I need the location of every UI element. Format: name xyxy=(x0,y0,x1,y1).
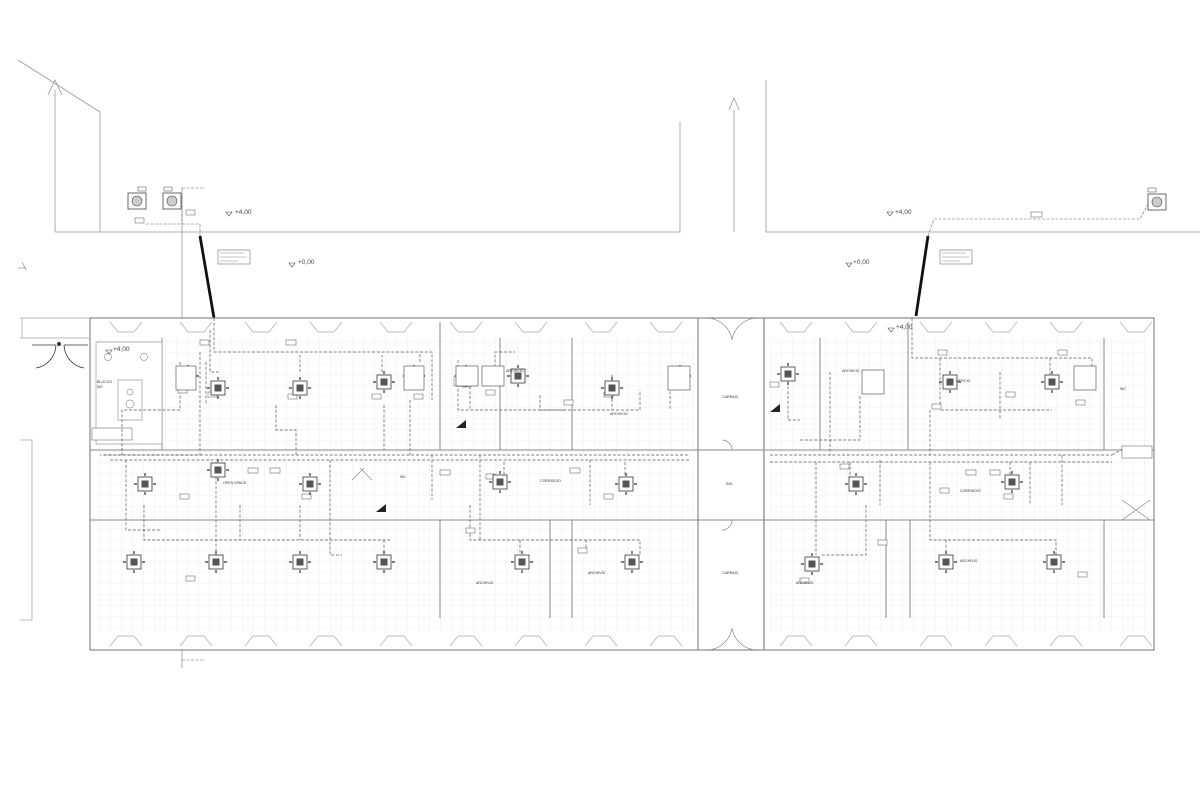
ceiling-cassette-icon xyxy=(1041,371,1063,393)
ceiling-cassette-icon xyxy=(621,551,643,573)
room-label-ingresso: ING. xyxy=(726,482,733,486)
level-marker-interior-right: +4,00 xyxy=(887,324,913,333)
level-marker-outdoor-right: +4,00 xyxy=(886,209,912,217)
level-label: +0,00 xyxy=(298,259,315,266)
ceiling-cassette-icon xyxy=(123,551,145,573)
level-marker-outdoor-left: +4,00 xyxy=(225,209,252,217)
ceiling-cassette-icon xyxy=(1001,471,1023,493)
room-label-ufficio: UFFICIO xyxy=(956,379,971,383)
ceiling-cassette-icon xyxy=(373,371,395,393)
refrigerant-riser-right xyxy=(914,235,930,317)
ceiling-cassette-icon xyxy=(939,371,961,393)
room-label-wc-right: WC xyxy=(1120,387,1126,391)
ceiling-cassette-icon xyxy=(507,365,529,387)
ceiling-cassette-icon xyxy=(845,473,867,495)
ceiling-cassette-icon xyxy=(511,551,533,573)
passage-doors xyxy=(351,317,1151,651)
bathroom-block xyxy=(91,341,163,445)
outdoor-condenser-icon xyxy=(127,186,147,210)
ceiling-cassette-icon xyxy=(289,377,311,399)
ceiling-cassette-icon xyxy=(207,377,229,399)
building-central-passage xyxy=(697,317,765,651)
room-label-blocco: BLOCCO xyxy=(97,380,112,384)
room-label-open-space: OPEN SPACE xyxy=(223,481,247,485)
outdoor-condenser-icon xyxy=(1147,187,1167,211)
room-label-wc-left: WC xyxy=(400,475,406,479)
level-marker-interior-left: +4,00 xyxy=(105,346,130,355)
room-label-blocco-num: WC xyxy=(97,385,103,389)
ceiling-cassette-icon xyxy=(601,377,623,399)
room-label-archivio-bottom-2: ARCHIVIO xyxy=(588,571,606,575)
level-label: +0,00 xyxy=(853,259,870,266)
room-labels: BLOCCO WC OPEN SPACE CORRIDOIO CORRIDOIO… xyxy=(97,369,1126,585)
room-label-archivio-bottom-3: ARCHIVIO xyxy=(796,581,814,585)
room-label-carraio-bottom: CARRAIO xyxy=(722,571,739,575)
room-label-archivio-right: ARCHIVIO xyxy=(842,369,860,373)
level-label: +4,00 xyxy=(896,324,913,331)
room-label-archivio-bottom-1: ARCHIVIO xyxy=(476,581,494,585)
tag-boxes-outdoor xyxy=(134,209,1043,224)
ceiling-cassette-icon xyxy=(615,473,637,495)
outdoor-condenser-icon xyxy=(162,186,182,210)
left-adjacent-walls xyxy=(20,317,90,621)
interior-walls xyxy=(90,322,1154,618)
section-markers xyxy=(376,404,780,512)
level-marker-ground-left: +0,00 xyxy=(288,259,315,268)
building-right-wing xyxy=(763,317,1155,651)
room-label-archivio-top-2: ARCHIVIO xyxy=(610,412,628,416)
tag-boxes-plan xyxy=(177,339,1153,584)
room-label-carraio-top: CARRAIO xyxy=(722,395,739,399)
room-label-corridoio-1: CORRIDOIO xyxy=(540,479,561,483)
ceiling-cassette-icon xyxy=(205,551,227,573)
room-label-archivio-top-1: ARCHIVIO xyxy=(506,369,524,373)
window-bays xyxy=(109,321,1153,647)
ceiling-cassette-icon xyxy=(289,551,311,573)
level-marker-ground-right: +0,00 xyxy=(845,259,870,268)
room-label-archivio-bottom-4: ARCHIVIO xyxy=(960,559,978,563)
ceiling-cassette-icon xyxy=(373,551,395,573)
ceiling-cassette-icon xyxy=(777,363,799,385)
level-label: +4,00 xyxy=(895,209,912,216)
ceiling-cassette-icon xyxy=(134,473,156,495)
ceiling-cassette-icon xyxy=(207,459,229,481)
refrigerant-riser-left xyxy=(198,235,216,319)
ceiling-cassette-icon xyxy=(299,473,321,495)
riser-note-left xyxy=(217,249,251,265)
ceiling-cassette-icon xyxy=(801,553,823,575)
room-label-corridoio-2: CORRIDOIO xyxy=(960,489,981,493)
level-label: +4,00 xyxy=(235,209,252,216)
level-label: +4,00 xyxy=(113,346,130,353)
riser-note-right xyxy=(939,249,973,265)
ceiling-cassette-icon xyxy=(1043,551,1065,573)
wall-split-units xyxy=(175,365,1097,395)
door-swing-icon xyxy=(32,341,88,369)
outdoor-boundary xyxy=(17,59,1200,271)
ceiling-cassette-icon xyxy=(489,471,511,493)
ceiling-cassette-icon xyxy=(935,551,957,573)
